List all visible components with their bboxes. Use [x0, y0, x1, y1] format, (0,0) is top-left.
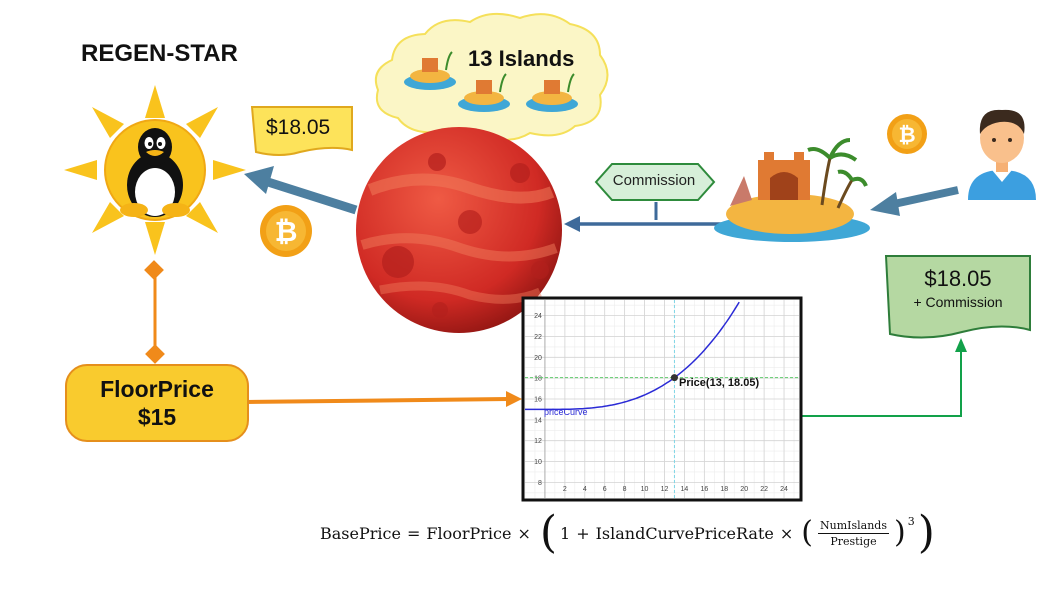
total-price-sub: + Commission [913, 294, 1003, 310]
bitcoin-icon: ₿ [260, 205, 312, 257]
commission-label: Commission [612, 172, 696, 189]
floor-price-box: FloorPrice $15 [65, 364, 249, 442]
sun-floor-connector [144, 260, 165, 364]
formula-exponent: 3 [907, 514, 915, 528]
x-tick-label: 12 [661, 486, 669, 493]
bitcoin-icon: ₿ [887, 114, 927, 154]
x-tick-label: 18 [720, 486, 728, 493]
formula-times-2: × [779, 523, 794, 543]
y-tick-label: 10 [534, 459, 542, 466]
x-tick-label: 2 [563, 486, 567, 493]
chart-guides [525, 300, 799, 498]
total-price-value: $18.05 [924, 266, 992, 291]
current-price-text: $18.05 [266, 116, 331, 139]
x-tick-label: 10 [641, 486, 649, 493]
formula-plus: + [576, 523, 590, 543]
x-tick-label: 14 [681, 486, 689, 493]
base-price-formula: BasePrice = FloorPrice × ( 1 + IslandCur… [320, 508, 970, 558]
page-title: REGEN-STAR [81, 40, 238, 67]
y-tick-label: 12 [534, 438, 542, 445]
floor-to-chart-arrow [245, 391, 522, 407]
svg-text:₿: ₿ [898, 124, 915, 147]
x-tick-label: 22 [760, 486, 768, 493]
series-line-priceCurve [525, 301, 740, 411]
formula-times: × [517, 523, 531, 543]
formula-inner-open-paren: ( [801, 515, 813, 550]
island-icon [458, 73, 510, 112]
linux-penguin-icon [120, 128, 190, 217]
islands-count-label: 13 Islands [468, 46, 575, 71]
y-tick-label: 18 [534, 376, 542, 383]
x-tick-label: 16 [700, 486, 708, 493]
formula-floor: FloorPrice [426, 523, 512, 543]
island-to-planet-arrow [564, 216, 724, 232]
y-tick-label: 20 [534, 355, 542, 362]
x-tick-label: 6 [603, 486, 607, 493]
planet-to-sun-arrow [244, 166, 358, 215]
formula-equals: = [406, 523, 421, 543]
series-label-priceCurve: priceCurve [544, 407, 588, 417]
planet-icon [356, 127, 562, 333]
price-point-label: Price(13, 18.05) [679, 377, 760, 389]
island-icon [526, 73, 578, 112]
formula-inner-close-paren: ) [893, 515, 906, 550]
commission-tag [594, 163, 716, 220]
y-tick-label: 24 [534, 313, 542, 320]
formula-denominator: Prestige [830, 534, 877, 548]
x-tick-label: 20 [740, 486, 748, 493]
x-tick-label: 4 [583, 486, 587, 493]
floor-price-label: FloorPrice [100, 376, 214, 402]
total-price-document [884, 255, 1031, 339]
y-tick-label: 16 [534, 397, 542, 404]
formula-rate: IslandCurvePriceRate [595, 523, 774, 543]
svg-text:₿: ₿ [275, 216, 298, 247]
formula-close-paren: ) [917, 507, 935, 558]
thought-cloud [374, 12, 609, 141]
formula-open-paren: ( [539, 507, 558, 558]
person-icon [968, 109, 1036, 200]
price-document [250, 106, 353, 156]
y-tick-label: 8 [538, 480, 542, 487]
formula-lhs: BasePrice [320, 523, 401, 543]
y-tick-label: 22 [534, 334, 542, 341]
formula-numerator: NumIslands [817, 518, 889, 534]
island-icon [714, 138, 870, 242]
formula-one: 1 [560, 523, 571, 543]
x-tick-label: 8 [623, 486, 627, 493]
x-tick-label: 24 [780, 486, 788, 493]
person-to-island-arrow [870, 186, 959, 216]
floor-price-value: $15 [137, 404, 177, 430]
price-point [670, 374, 678, 382]
island-icon [404, 51, 456, 90]
y-tick-label: 14 [534, 417, 542, 424]
formula-fraction: NumIslands Prestige [817, 518, 889, 548]
